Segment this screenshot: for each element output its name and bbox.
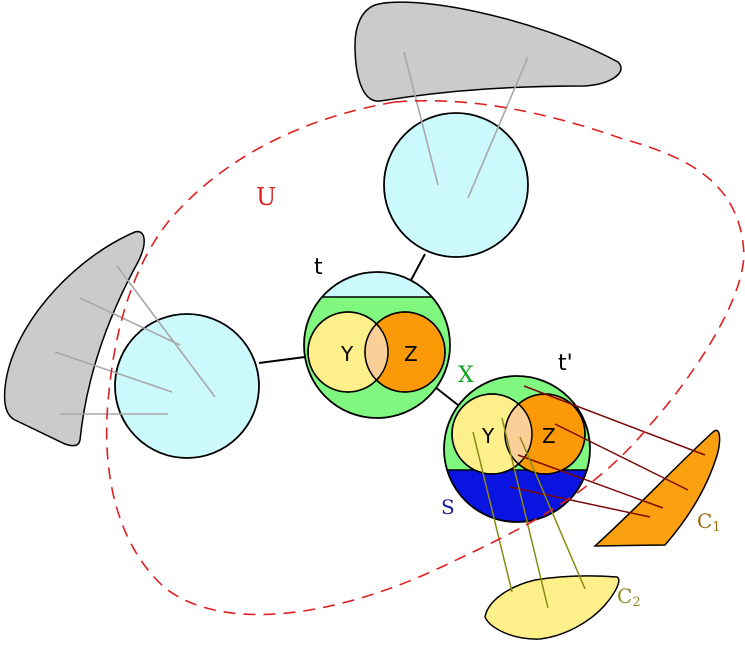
set-y-label-t: Y xyxy=(340,342,354,366)
c1-connections xyxy=(509,385,706,518)
set-z-label-t-prime: Z xyxy=(542,424,556,448)
set-z-label-t: Z xyxy=(404,342,418,366)
set-yz-overlap-in-t-prime xyxy=(505,394,532,474)
component-c1-label: C1 xyxy=(697,509,721,535)
top-grey-component xyxy=(354,1,622,102)
bag-t-label: t xyxy=(314,255,323,280)
c2-connections xyxy=(472,417,586,609)
region-x-label: X xyxy=(458,363,474,388)
edge-t-left xyxy=(258,356,306,364)
set-y-label-t-prime: Y xyxy=(481,424,495,448)
grey-connections xyxy=(54,51,529,415)
region-u-label: U xyxy=(256,183,276,211)
bag-t xyxy=(303,271,451,419)
left-grey-component xyxy=(3,230,145,447)
region-s-label: S xyxy=(441,495,455,519)
left-bag-node xyxy=(114,313,260,459)
bag-t-prime xyxy=(443,375,591,523)
component-c1-shape xyxy=(593,429,721,547)
top-bag-node xyxy=(383,112,529,258)
edge-t-top xyxy=(409,253,426,283)
component-c2-label: C2 xyxy=(617,584,641,610)
bag-t-prime-label: t' xyxy=(558,351,573,376)
tree-edges xyxy=(258,253,459,406)
region-u-boundary xyxy=(105,99,745,616)
component-c2-shape xyxy=(484,575,620,640)
edge-t-t-prime xyxy=(434,386,459,406)
